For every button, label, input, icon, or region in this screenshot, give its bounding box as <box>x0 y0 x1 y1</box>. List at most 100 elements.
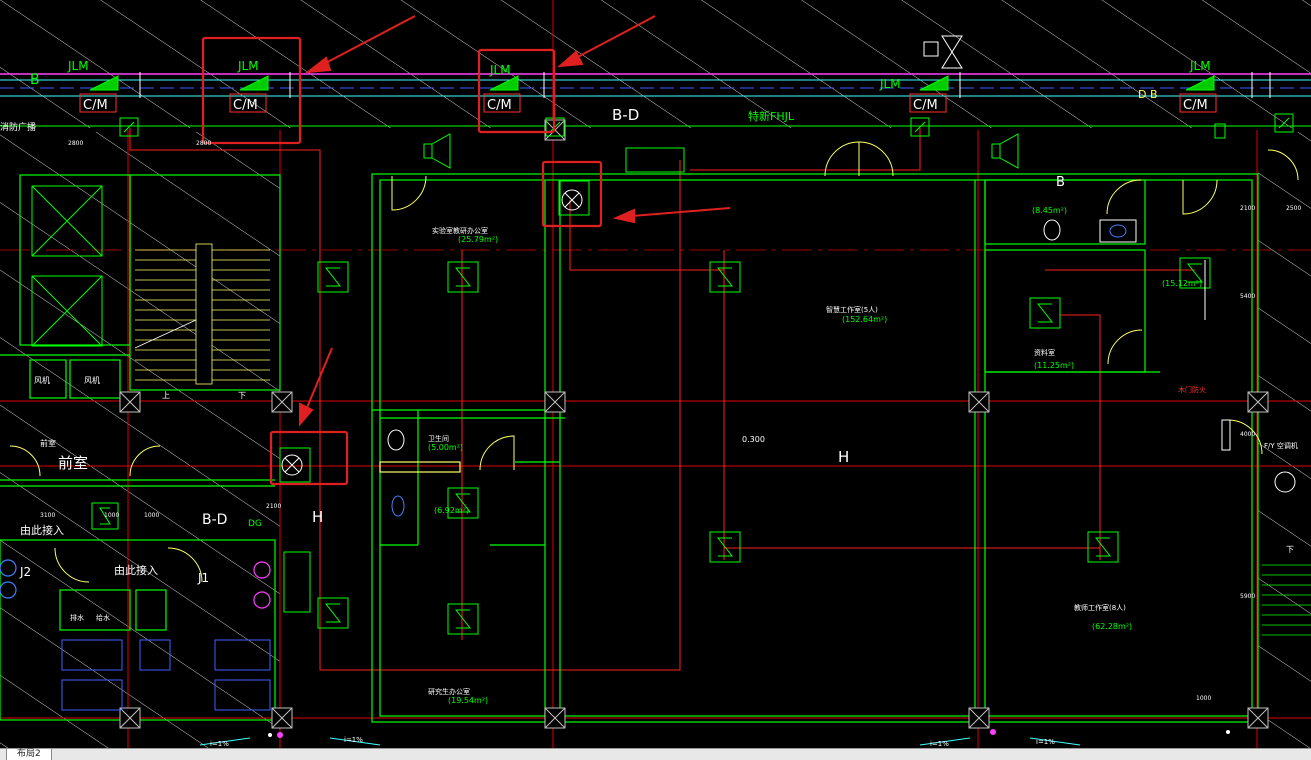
exhaust-fan-icon-1 <box>558 180 590 216</box>
right-markers <box>1204 260 1296 493</box>
tab-layout2[interactable]: 布局2 <box>6 749 52 760</box>
diffuser-2 <box>447 261 479 293</box>
riser-j2: J2 <box>19 565 31 579</box>
h-left-label: H <box>312 508 323 526</box>
exhaust-fan-icons[interactable] <box>279 180 590 483</box>
room-2-area: (152.64m²) <box>842 315 887 324</box>
damper-label-3: JLM <box>489 63 511 77</box>
axis-b-label: B <box>30 72 40 88</box>
diffusers[interactable] <box>91 257 1211 635</box>
damper-label-2: JLM <box>237 59 259 73</box>
slope-1: i=1% <box>210 740 229 748</box>
dots <box>268 729 1230 738</box>
dim-10: 2100 <box>1240 205 1255 212</box>
blue-toilets <box>61 639 271 711</box>
diffuser-11 <box>91 502 119 530</box>
top-duct-lines <box>0 73 1311 127</box>
slope-arrows <box>199 737 1081 746</box>
speaker-icons <box>423 133 1019 169</box>
stair <box>134 243 270 385</box>
room-9-area: (19.54m²) <box>448 696 488 705</box>
room-8-area: (62.28m²) <box>1092 622 1132 631</box>
cm-label-4: C/M <box>913 98 938 113</box>
cm-label-1: C/M <box>83 98 108 113</box>
room-5-area: (11.25m²) <box>1034 361 1074 370</box>
diffuser-4 <box>1179 257 1211 289</box>
room-1-area: (25.79m²) <box>458 235 498 244</box>
doors <box>9 141 1299 583</box>
room-3-area: (8.45m²) <box>1032 206 1067 215</box>
elevator-shafts <box>31 185 103 347</box>
damper-flags <box>89 75 1215 91</box>
slope-4: i=1% <box>1036 738 1055 746</box>
diffuser-7 <box>709 531 741 563</box>
damper-label-1: JLM <box>67 59 89 73</box>
highlight-boxes <box>201 36 603 486</box>
room-4-area: (15.12m²) <box>1162 279 1202 288</box>
diffuser-5 <box>1029 297 1061 329</box>
toilet-fixtures <box>283 147 1137 613</box>
elevation-label: 0.300 <box>742 435 765 444</box>
dim-12: 1000 <box>1196 695 1211 702</box>
speaker-icon <box>991 133 1019 169</box>
stair-down-right: 下 <box>1286 545 1294 554</box>
dim-3: 3100 <box>40 512 55 519</box>
axis-bd-label: B-D <box>612 106 639 124</box>
h-mid-label: H <box>838 448 849 466</box>
diffuser-3 <box>709 261 741 293</box>
damper-label-5: JLM <box>1189 59 1211 73</box>
db-lower-label: DG <box>248 519 262 529</box>
small-vertical-ticks <box>139 72 1271 98</box>
damper-label-4: JLM <box>879 77 901 91</box>
cabinet-1: 风机 <box>34 375 50 385</box>
cabinet-4: 给水 <box>96 613 110 622</box>
b-right-label: B <box>1056 175 1065 190</box>
diffuser-6 <box>447 487 479 519</box>
bd-lower-label: B-D <box>202 512 227 528</box>
dim-4: 1000 <box>104 512 119 519</box>
diffuser-8 <box>1087 531 1119 563</box>
valve-icon <box>923 35 963 69</box>
cabinet-2: 风机 <box>84 375 100 385</box>
dim-2: 2800 <box>196 140 211 147</box>
dim-9: 5900 <box>1240 593 1255 600</box>
dim-7: 5400 <box>1240 293 1255 300</box>
room-6-name: 卫生间 <box>428 434 449 443</box>
diffuser-9 <box>447 603 479 635</box>
cm-boxes <box>79 93 1217 113</box>
db-label: D B <box>1138 88 1158 101</box>
left-cut-label: 消防广播 <box>0 121 36 133</box>
slope-2: i=1% <box>344 736 363 744</box>
room-8-name: 教师工作室(8人) <box>1074 603 1126 612</box>
stair-down-label: 下 <box>238 391 246 400</box>
cm-label-3: C/M <box>487 98 512 113</box>
dim-1: 2800 <box>68 140 83 147</box>
room-9-name: 研究生办公室 <box>428 687 470 696</box>
stair-up-label: 上 <box>162 391 170 400</box>
room-7-area: (6.92m²) <box>434 506 469 515</box>
exhaust-fan-icon-2 <box>279 447 311 483</box>
cm-label-2: C/M <box>233 98 258 113</box>
cm-label-5: C/M <box>1183 98 1208 113</box>
dim-11: 2500 <box>1286 205 1301 212</box>
right-note: F/Y 空调机 <box>1264 441 1298 450</box>
dim-5: 1000 <box>144 512 159 519</box>
entry-label-1: 由此接入 <box>20 523 64 537</box>
front-room-label: 前室 <box>58 454 88 472</box>
right-stair <box>1262 564 1311 636</box>
diffuser-10 <box>317 597 349 629</box>
magenta-fixtures <box>0 559 271 609</box>
red-note: 木门防火 <box>1178 385 1206 394</box>
duct-runs <box>129 128 1195 671</box>
entry-label-2: 由此接入 <box>114 563 158 577</box>
cabinet-3: 排水 <box>70 613 84 622</box>
columns <box>119 119 1269 729</box>
riser-j1: J1 <box>197 571 209 585</box>
room-1-name: 实验室教研办公室 <box>432 226 488 235</box>
dim-8: 4000 <box>1240 431 1255 438</box>
speaker-icon <box>423 133 451 169</box>
dim-6: 2100 <box>266 503 281 510</box>
